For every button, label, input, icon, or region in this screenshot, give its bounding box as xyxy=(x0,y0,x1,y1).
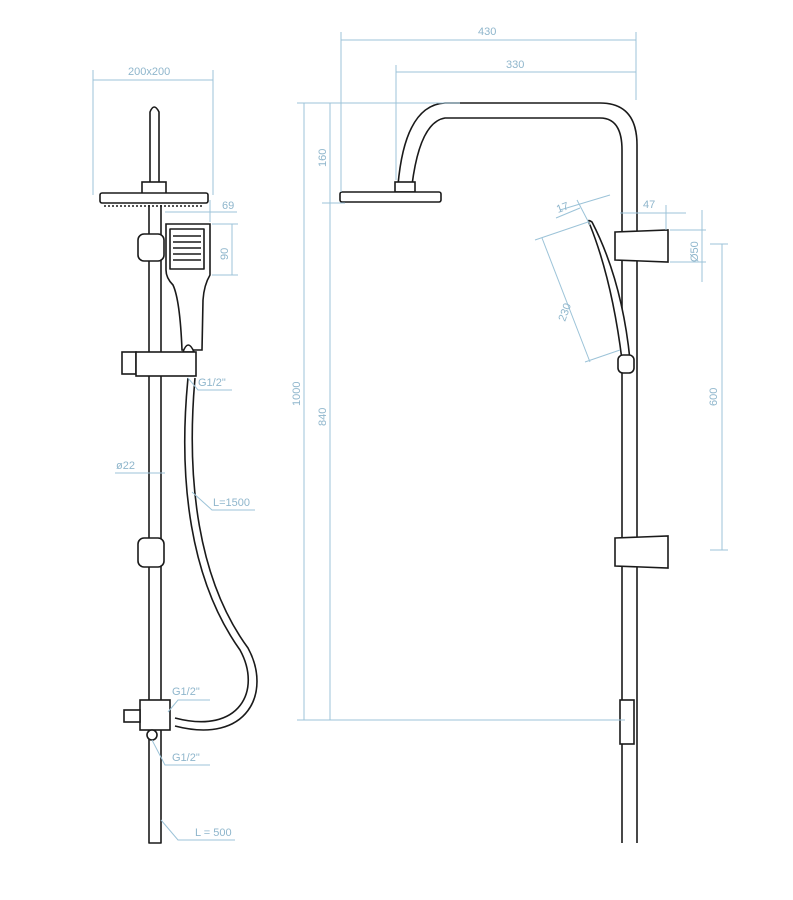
upper-holder xyxy=(614,229,669,263)
dim-holder-diameter: Ø50 xyxy=(689,241,701,262)
side-head-collar xyxy=(394,181,416,193)
lower-clamp xyxy=(137,537,165,568)
dim-head-size: 200x200 xyxy=(128,66,170,78)
hand-shower-spray-face xyxy=(169,228,205,270)
top-riser xyxy=(149,106,160,183)
label-diverter-top: G1/2" xyxy=(172,686,200,698)
label-pipe-diameter: ø22 xyxy=(116,460,135,472)
dim-hand-depth: 17 xyxy=(555,200,571,215)
label-lower-pipe-length: L = 500 xyxy=(195,827,232,839)
label-diverter-bottom: G1/2" xyxy=(172,752,200,764)
shower-arm xyxy=(397,102,638,843)
side-view: 430 330 160 1000 840 17 47 Ø50 230 600 xyxy=(291,26,728,843)
label-hose-length: L=1500 xyxy=(213,497,250,509)
dim-total-height: 1000 xyxy=(291,382,303,406)
upper-clamp xyxy=(137,233,165,262)
rain-head xyxy=(99,192,209,204)
slide-holder xyxy=(135,351,197,377)
dim-head-height: 840 xyxy=(317,408,329,426)
dim-total-reach: 430 xyxy=(478,26,496,38)
side-rain-head xyxy=(339,191,442,203)
spray-grid xyxy=(173,235,201,261)
hose xyxy=(174,377,258,731)
dim-arm-reach: 330 xyxy=(506,59,524,71)
label-hose-connection: G1/2" xyxy=(198,377,226,389)
dim-hand-width: 69 xyxy=(222,200,234,212)
dim-holder-spacing: 600 xyxy=(708,388,720,406)
main-pole xyxy=(148,205,162,844)
dim-head-drop: 160 xyxy=(317,149,329,167)
diverter-knob xyxy=(123,709,141,723)
lower-holder xyxy=(614,535,669,569)
side-hand-shower xyxy=(587,219,631,361)
slider-knob xyxy=(121,351,137,375)
side-slide-holder xyxy=(617,354,635,374)
diverter-outlet xyxy=(146,729,158,741)
dimensions-side xyxy=(297,32,728,721)
dim-hand-height: 90 xyxy=(219,248,231,260)
diverter xyxy=(139,699,171,731)
front-view: 200x200 69 90 G1/2" ø22 L=1500 G1/2" G1/… xyxy=(92,66,258,844)
dim-hand-length: 230 xyxy=(557,302,575,323)
dim-holder-depth: 47 xyxy=(643,199,655,211)
dimensions-front xyxy=(92,70,255,841)
side-diverter xyxy=(619,699,635,745)
hand-shower xyxy=(165,223,211,351)
